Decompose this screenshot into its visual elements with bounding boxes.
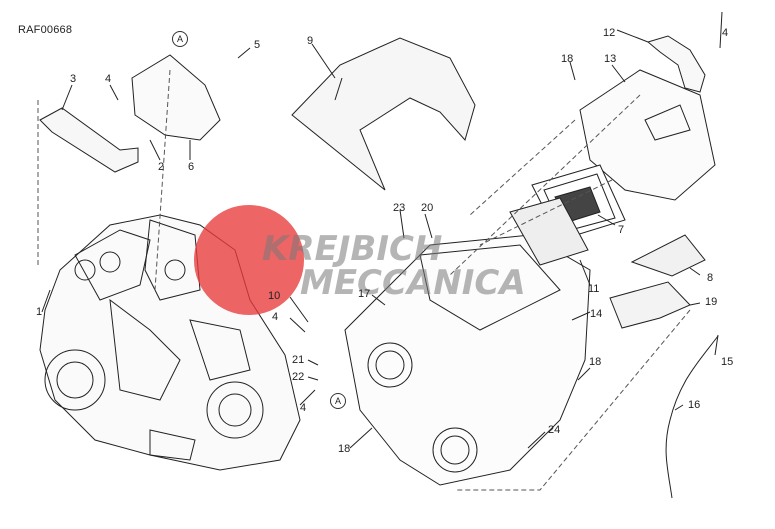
ref-4b: 4 xyxy=(722,27,729,39)
ref-4a: 4 xyxy=(105,73,112,85)
intake-duct xyxy=(646,35,706,93)
ref-11: 11 xyxy=(588,283,600,295)
ref-18c: 18 xyxy=(338,443,351,455)
ref-23: 23 xyxy=(393,202,406,214)
watermark-line1: KREJBICH xyxy=(262,229,443,269)
ref-8: 8 xyxy=(707,272,714,284)
filter-element xyxy=(509,197,589,266)
ref-22: 22 xyxy=(292,371,305,383)
side-panel xyxy=(630,234,706,277)
airbox-body xyxy=(344,234,591,486)
breather-hose xyxy=(39,107,139,173)
drawing-code: RAF00668 xyxy=(18,24,73,36)
ref-18b: 18 xyxy=(589,356,602,368)
callout-marker-bottom: A xyxy=(330,393,346,409)
filter-housing xyxy=(579,69,716,201)
ref-10: 10 xyxy=(268,290,281,302)
callout-marker-top: A xyxy=(172,31,188,47)
ref-21: 21 xyxy=(292,354,305,366)
ref-12: 12 xyxy=(603,27,616,39)
bracket-panel xyxy=(609,281,691,329)
ref-14: 14 xyxy=(590,308,603,320)
ref-24: 24 xyxy=(548,424,561,436)
ref-16: 16 xyxy=(688,399,701,411)
ref-2: 2 xyxy=(158,161,165,173)
ref-20: 20 xyxy=(421,202,434,214)
ref-9: 9 xyxy=(307,35,314,47)
ref-15: 15 xyxy=(721,356,734,368)
ref-13: 13 xyxy=(604,53,617,65)
ref-17: 17 xyxy=(358,288,371,300)
watermark-logo xyxy=(194,205,304,315)
ref-18a: 18 xyxy=(561,53,574,65)
ref-4c: 4 xyxy=(272,311,279,323)
seat-cover-shell xyxy=(291,37,476,191)
watermark-line2: MECCANICA xyxy=(300,263,526,303)
oil-separator xyxy=(131,54,221,141)
ref-7: 7 xyxy=(618,224,625,236)
ref-3: 3 xyxy=(70,73,77,85)
ref-6: 6 xyxy=(188,161,195,173)
ref-1: 1 xyxy=(36,306,43,318)
cable xyxy=(665,335,719,499)
ref-4d: 4 xyxy=(300,402,307,414)
ref-19: 19 xyxy=(705,296,718,308)
ref-5: 5 xyxy=(254,39,261,51)
